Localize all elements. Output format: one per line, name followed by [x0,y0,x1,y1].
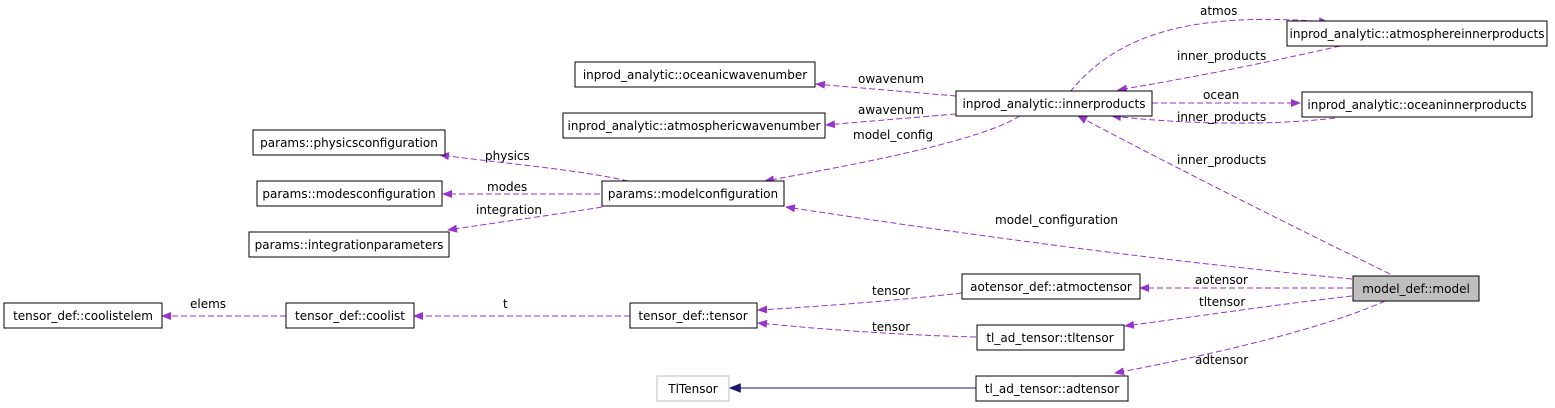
edge-label-physics: physics [485,149,530,163]
edge-label-aotensor: aotensor [1195,273,1248,287]
node-coolist[interactable]: tensor_def::coolist [285,302,415,329]
node-physicsconfiguration[interactable]: params::physicsconfiguration [252,129,446,156]
edge-tensor-tl [757,319,977,338]
edge-integration [447,206,603,233]
node-label-modelconfiguration: params::modelconfiguration [608,187,778,201]
edge-label-t: t [503,297,508,311]
edge-label-elems: elems [190,297,226,311]
edge-adtensor [1114,300,1386,376]
node-adtensor[interactable]: tl_ad_tensor::adtensor [975,375,1129,402]
node-oceanicwavenumber[interactable]: inprod_analytic::oceanicwavenumber [574,61,816,88]
node-tltensor[interactable]: tl_ad_tensor::tltensor [976,324,1125,351]
node-label-physicsconfiguration: params::physicsconfiguration [260,136,438,150]
node-atmoctensor[interactable]: aotensor_def::atmoctensor [961,273,1141,300]
node-label-innerproducts: inprod_analytic::innerproducts [963,97,1146,111]
node-label-tensor: tensor_def::tensor [638,309,747,323]
edge-label-atmos: atmos [1200,4,1237,18]
node-label-modesconfiguration: params::modesconfiguration [262,187,435,201]
node-model[interactable]: model_def::model [1352,275,1480,302]
edge-label-integration: integration [476,203,542,217]
edge-label-tensor-tl: tensor [872,320,910,334]
node-label-coolist: tensor_def::coolist [295,309,405,323]
node-label-integrationparameters: params::integrationparameters [255,238,444,252]
node-modelconfiguration[interactable]: params::modelconfiguration [601,180,785,207]
node-label-oceanicwavenumber: inprod_analytic::oceanicwavenumber [583,68,807,82]
edge-labels: atmos inner_products ocean inner_product… [190,4,1266,367]
node-label-model: model_def::model [1362,282,1470,296]
edge-label-awavenum: awavenum [858,103,924,117]
edge-inner-products-ocn [1111,113,1336,124]
node-label-tltensor: tl_ad_tensor::tltensor [986,331,1113,345]
node-label-TlTensor: TlTensor [667,382,718,396]
edge-tensor-ao [757,292,963,314]
edge-atmos [1069,17,1329,93]
edge-label-ocean: ocean [1203,88,1239,102]
edge-label-owavenum: owavenum [858,72,924,86]
node-atmosphereinnerproducts[interactable]: inprod_analytic::atmosphereinnerproducts [1286,20,1548,47]
node-atmosphericwavenumber[interactable]: inprod_analytic::atmosphericwavenumber [562,112,826,139]
node-TlTensor-external: TlTensor [656,375,730,402]
edge-label-adtensor: adtensor [1195,353,1248,367]
edge-label-tensor-ao: tensor [872,284,910,298]
node-label-adtensor: tl_ad_tensor::adtensor [985,382,1119,396]
node-label-atmosphericwavenumber: inprod_analytic::atmosphericwavenumber [568,119,821,133]
edge-label-inner-products-model: inner_products [1177,153,1266,167]
node-tensor[interactable]: tensor_def::tensor [629,302,758,329]
node-label-oceaninnerproducts: inprod_analytic::oceaninnerproducts [1307,98,1526,112]
node-innerproducts[interactable]: inprod_analytic::innerproducts [955,90,1153,117]
edge-awavenum [825,113,957,129]
edge-label-model-config: model_config [853,128,933,142]
edge-label-modes: modes [487,180,527,194]
node-oceaninnerproducts[interactable]: inprod_analytic::oceaninnerproducts [1301,91,1533,118]
edge-tltensor [1124,295,1353,329]
edges [161,17,1391,393]
node-coolistelem[interactable]: tensor_def::coolistelem [3,302,163,329]
edge-label-inner-products-atm: inner_products [1177,49,1266,63]
edge-physics [439,152,629,182]
edge-model-configuration [785,204,1353,280]
edge-inner-products-model [1077,115,1391,275]
edge-model-config [764,115,1021,184]
node-label-atmoctensor: aotensor_def::atmoctensor [970,280,1132,294]
edge-inner-products-atm [1117,45,1341,93]
node-modesconfiguration[interactable]: params::modesconfiguration [256,180,443,207]
edge-label-inner-products-ocn: inner_products [1177,110,1266,124]
node-integrationparameters[interactable]: params::integrationparameters [248,231,450,258]
node-label-atmosphereinnerproducts: inprod_analytic::atmosphereinnerproducts [1290,27,1545,41]
node-label-coolistelem: tensor_def::coolistelem [13,309,153,323]
edge-label-tltensor: tltensor [1199,295,1245,309]
edge-label-model-configuration: model_configuration [995,213,1118,227]
